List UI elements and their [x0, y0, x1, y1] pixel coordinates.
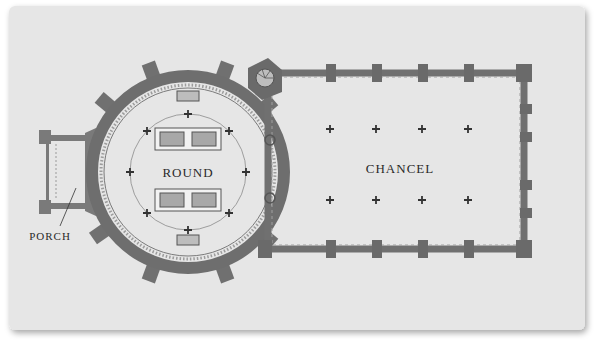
- buttress: [326, 240, 336, 258]
- buttress: [418, 240, 428, 258]
- buttress: [258, 240, 272, 258]
- buttress: [372, 240, 382, 258]
- round-nave: [89, 61, 284, 284]
- porch-post: [39, 130, 51, 144]
- pew: [192, 193, 216, 207]
- buttress: [520, 132, 532, 142]
- column-markers: [126, 110, 250, 234]
- tomb-slab: [177, 235, 199, 245]
- porch-hatch: [56, 144, 57, 200]
- area-label: ROUND: [162, 166, 213, 179]
- parchment-panel: [9, 6, 585, 330]
- tomb-slab: [177, 91, 199, 101]
- buttress: [520, 208, 532, 218]
- stair-turret: [248, 58, 282, 100]
- buttress: [326, 64, 336, 82]
- buttress: [516, 64, 532, 82]
- chancel-wall: [268, 73, 524, 249]
- pew-block: [155, 128, 221, 150]
- pew: [160, 132, 184, 146]
- pier-markers: [326, 125, 472, 204]
- arch-respond: [265, 193, 275, 203]
- pew: [160, 193, 184, 207]
- buttress: [372, 64, 382, 82]
- stair-treads: [257, 69, 274, 78]
- chancel-wall-inner: [272, 77, 520, 245]
- buttress: [464, 64, 474, 82]
- area-label: CHANCEL: [366, 162, 434, 175]
- chancel-buttresses: [258, 64, 532, 258]
- wall-arcade: [101, 85, 275, 259]
- leader-line: [60, 188, 76, 226]
- pew-block: [155, 189, 221, 211]
- buttress: [520, 180, 532, 190]
- porch-wall: [46, 141, 49, 203]
- round-wall: [92, 76, 284, 268]
- spiral-stair: [256, 69, 274, 87]
- buttress: [464, 240, 474, 258]
- wall-bench: [104, 88, 272, 256]
- porch-post: [39, 200, 51, 214]
- buttress: [520, 104, 532, 114]
- arch-respond: [265, 135, 275, 145]
- turret-wall: [248, 58, 282, 100]
- part-label: PORCH: [29, 231, 71, 242]
- pews: [155, 91, 221, 245]
- chancel: [248, 58, 532, 258]
- pew: [192, 132, 216, 146]
- buttress: [418, 64, 428, 82]
- buttress: [516, 240, 532, 258]
